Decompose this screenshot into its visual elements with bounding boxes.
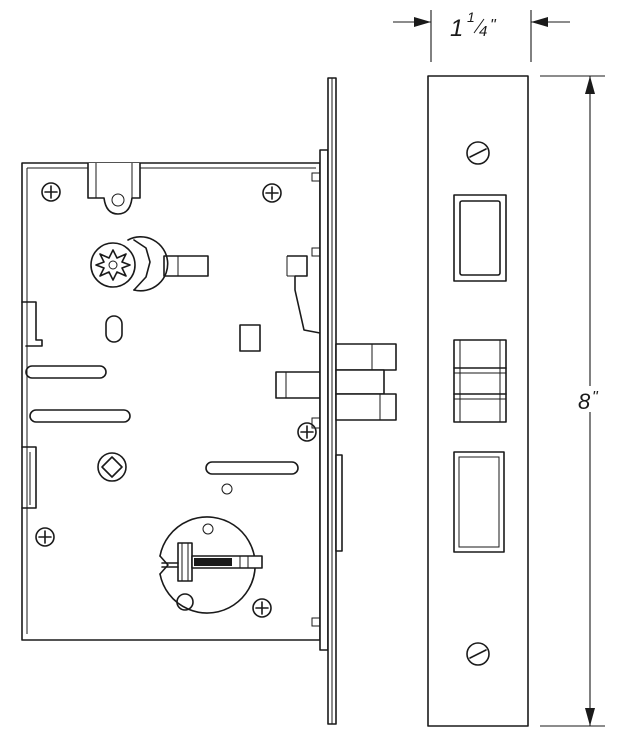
star-spindle-hole <box>95 249 131 281</box>
case-screw-bottom-left <box>35 527 55 547</box>
width-dimension-unit: " <box>490 17 497 34</box>
latch-bolt-front <box>453 339 507 423</box>
middle-slot <box>29 409 131 423</box>
auxiliary-latch <box>335 343 397 371</box>
top-hanger-tab <box>87 163 141 215</box>
small-square-post <box>239 324 261 352</box>
latch-bolt <box>335 369 385 395</box>
hub-oval-slot <box>105 315 123 343</box>
latch-bracket <box>286 172 321 334</box>
case-screw-mid-right <box>297 422 317 442</box>
cylinder-set-screw <box>161 542 263 582</box>
width-dimension: 1 1 4 " <box>393 9 570 62</box>
width-dimension-numerator: 1 <box>467 9 475 25</box>
case-screw-bottom-right <box>252 598 272 618</box>
latch-slider-block <box>163 255 209 277</box>
lock-body <box>21 162 321 641</box>
auxiliary-latch-front <box>453 194 507 282</box>
small-hole-2 <box>202 523 214 535</box>
left-lower-catch <box>21 446 37 509</box>
lever-hub <box>90 236 169 292</box>
side-faceplate <box>319 77 343 725</box>
upper-slot <box>25 365 107 379</box>
left-catch <box>21 301 43 347</box>
height-dimension-value: 8 <box>578 389 591 414</box>
thumbturn-hub <box>97 452 127 482</box>
width-dimension-whole: 1 <box>450 15 463 42</box>
height-dimension-unit: " <box>592 389 599 406</box>
latch-bolt-side <box>335 343 397 421</box>
lock-case-outline <box>21 162 321 641</box>
faceplate-screw-bottom <box>466 642 490 666</box>
case-screw-top-right <box>262 183 282 203</box>
case-screw-top-left <box>41 182 61 202</box>
lower-slot <box>205 461 299 475</box>
deadbolt-front <box>453 451 505 553</box>
deadbolt <box>335 393 397 421</box>
height-dimension: 8 " <box>540 75 605 727</box>
deadlatch-lever <box>275 371 321 399</box>
width-dimension-denominator: 4 <box>479 23 487 40</box>
small-hole <box>221 483 233 495</box>
faceplate-screw-top <box>466 141 490 165</box>
front-faceplate <box>427 75 529 727</box>
